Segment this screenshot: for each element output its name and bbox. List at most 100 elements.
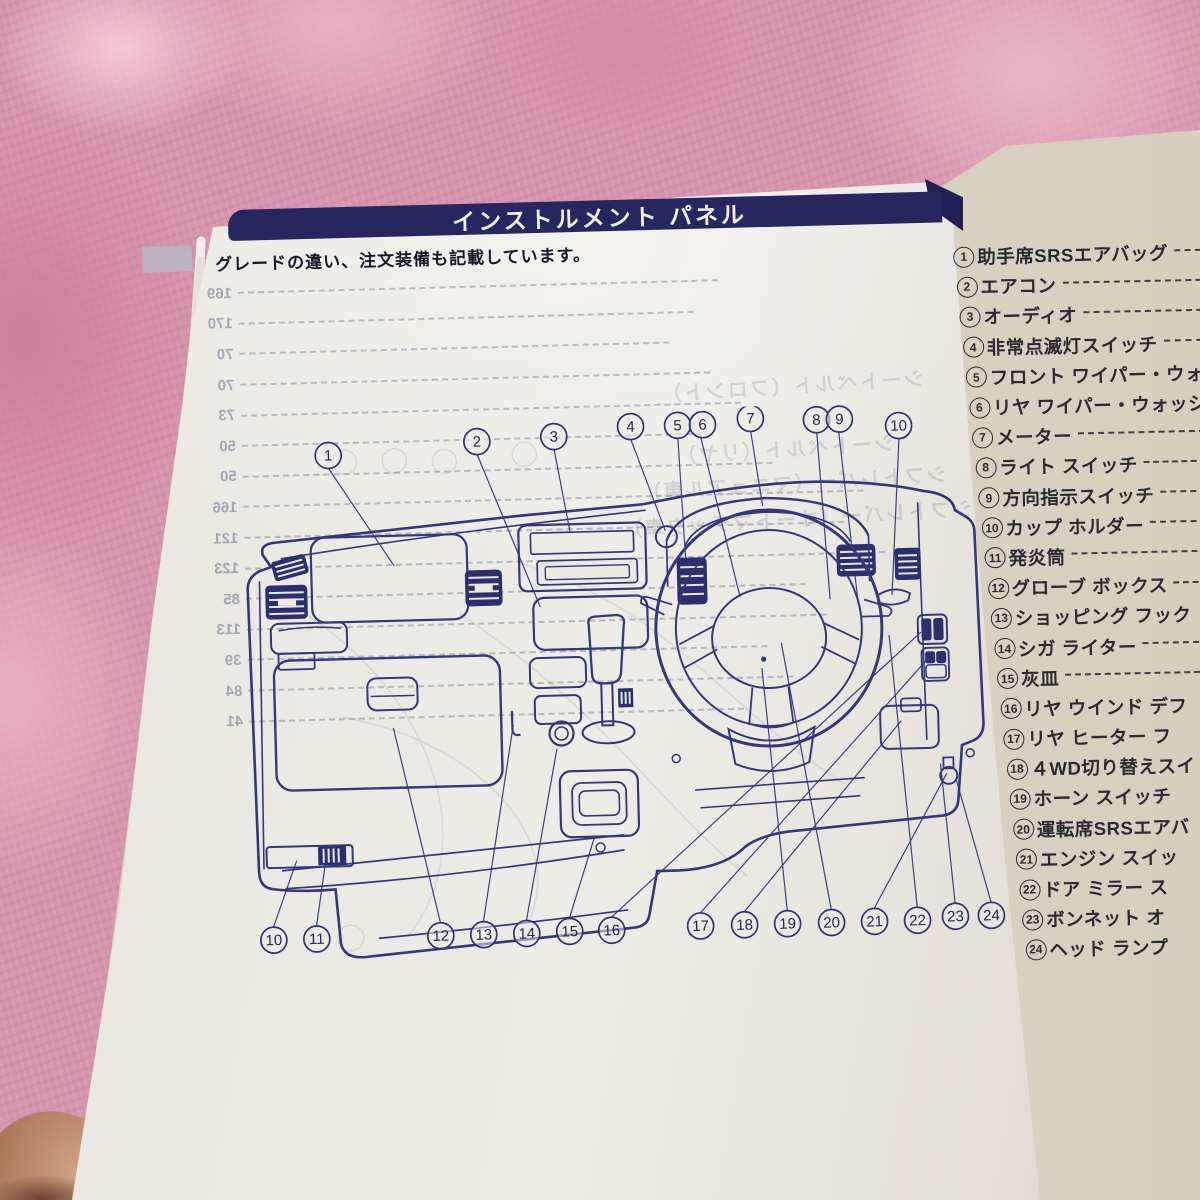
upper-tray bbox=[269, 621, 349, 671]
center-left-vent-illustration bbox=[464, 569, 503, 607]
callout-11b: 11 bbox=[303, 925, 331, 953]
svg-text:22: 22 bbox=[909, 912, 926, 929]
callout-12: 12 bbox=[426, 921, 455, 950]
item-number-badge: 7 bbox=[971, 426, 994, 449]
callout-10: 10 bbox=[884, 411, 913, 440]
item-number-badge: 4 bbox=[962, 336, 984, 358]
dotted-leader bbox=[1173, 248, 1200, 251]
svg-text:17: 17 bbox=[692, 918, 709, 935]
glove-box bbox=[272, 654, 504, 792]
svg-text:3: 3 bbox=[549, 428, 558, 445]
item-label: エアコン bbox=[980, 275, 1057, 298]
callout-leader-lines bbox=[272, 431, 992, 928]
callout-1: 1 bbox=[314, 441, 343, 470]
svg-text:4: 4 bbox=[626, 418, 635, 435]
item-number-badge: 14 bbox=[993, 637, 1016, 660]
svg-text:12: 12 bbox=[432, 928, 449, 945]
callout-16: 16 bbox=[597, 916, 626, 945]
rear-defogger-heater-switches bbox=[916, 613, 951, 682]
item-number-badge: 8 bbox=[974, 457, 997, 479]
dotted-leader bbox=[1149, 519, 1200, 524]
item-number-badge: 15 bbox=[996, 667, 1019, 690]
key-cylinder bbox=[939, 756, 959, 785]
item-number-badge: 24 bbox=[1025, 939, 1047, 961]
fuse-box-and-flare-holder bbox=[265, 844, 354, 870]
instrument-panel-diagram: 1 2 3 4 5 6 7 8 9 10 10 11 12 13 14 15 1… bbox=[246, 404, 1006, 959]
item-label: ヘッド ランプ bbox=[1049, 937, 1169, 961]
ghost-page-number: 169 bbox=[206, 284, 233, 303]
screw bbox=[671, 753, 681, 764]
svg-text:19: 19 bbox=[779, 915, 796, 932]
item-number-badge: 19 bbox=[1009, 788, 1031, 810]
steering-wheel bbox=[640, 508, 893, 809]
svg-text:13: 13 bbox=[475, 926, 492, 943]
ghost-page-number: 70 bbox=[217, 376, 235, 394]
screw bbox=[965, 748, 975, 758]
callout-19: 19 bbox=[773, 909, 802, 938]
item-label: 灰皿 bbox=[1020, 667, 1060, 690]
callout-18: 18 bbox=[730, 910, 759, 939]
callout-10b: 10 bbox=[260, 926, 288, 954]
callout-22: 22 bbox=[903, 906, 932, 935]
item-label: ライト スイッチ bbox=[998, 454, 1139, 479]
left-side-vent-illustration bbox=[265, 584, 308, 620]
hazard-switch bbox=[654, 525, 678, 549]
top-callouts: 1 2 3 4 5 6 7 8 9 10 bbox=[314, 404, 913, 470]
callout-7: 7 bbox=[736, 404, 765, 433]
item-number-badge: 10 bbox=[981, 517, 1003, 539]
item-label: 運転席SRSエアバ bbox=[1036, 815, 1190, 841]
callout-15: 15 bbox=[555, 917, 584, 946]
svg-text:2: 2 bbox=[473, 434, 482, 451]
dotted-leader bbox=[1163, 338, 1200, 342]
svg-text:15: 15 bbox=[561, 923, 578, 940]
center-pocket bbox=[533, 694, 583, 726]
svg-text:24: 24 bbox=[983, 907, 1000, 924]
dotted-leader bbox=[1142, 640, 1200, 645]
item-number-badge: 16 bbox=[1000, 698, 1022, 720]
cup-holder bbox=[877, 588, 912, 606]
cigarette-lighter bbox=[548, 720, 575, 747]
svg-text:9: 9 bbox=[835, 411, 844, 428]
callout-20: 20 bbox=[817, 908, 846, 937]
svg-text:10: 10 bbox=[265, 932, 282, 949]
svg-text:5: 5 bbox=[673, 417, 682, 434]
item-number-badge: 22 bbox=[1018, 878, 1041, 901]
item-label: 方向指示スイッチ bbox=[1002, 484, 1155, 509]
item-number-badge: 13 bbox=[990, 607, 1013, 630]
item-label: ドア ミラー ス bbox=[1042, 876, 1169, 901]
svg-text:14: 14 bbox=[518, 925, 535, 942]
item-number-badge: 9 bbox=[978, 487, 1000, 509]
callout-5: 5 bbox=[663, 411, 692, 440]
svg-text:7: 7 bbox=[746, 410, 755, 427]
ghost-page-number: 70 bbox=[216, 345, 234, 364]
svg-text:1: 1 bbox=[324, 447, 333, 464]
center-opening bbox=[528, 656, 588, 690]
svg-text:6: 6 bbox=[698, 417, 707, 434]
svg-text:10: 10 bbox=[890, 417, 907, 434]
callout-21: 21 bbox=[860, 907, 889, 936]
dotted-leader bbox=[1071, 549, 1200, 556]
item-number-badge: 1 bbox=[953, 246, 975, 268]
shopping-hook bbox=[510, 710, 521, 737]
ashtray bbox=[558, 768, 641, 853]
item-label: ホーン スイッチ bbox=[1033, 786, 1172, 810]
right-lower-tray bbox=[879, 697, 940, 750]
dotted-leader bbox=[1160, 489, 1200, 493]
